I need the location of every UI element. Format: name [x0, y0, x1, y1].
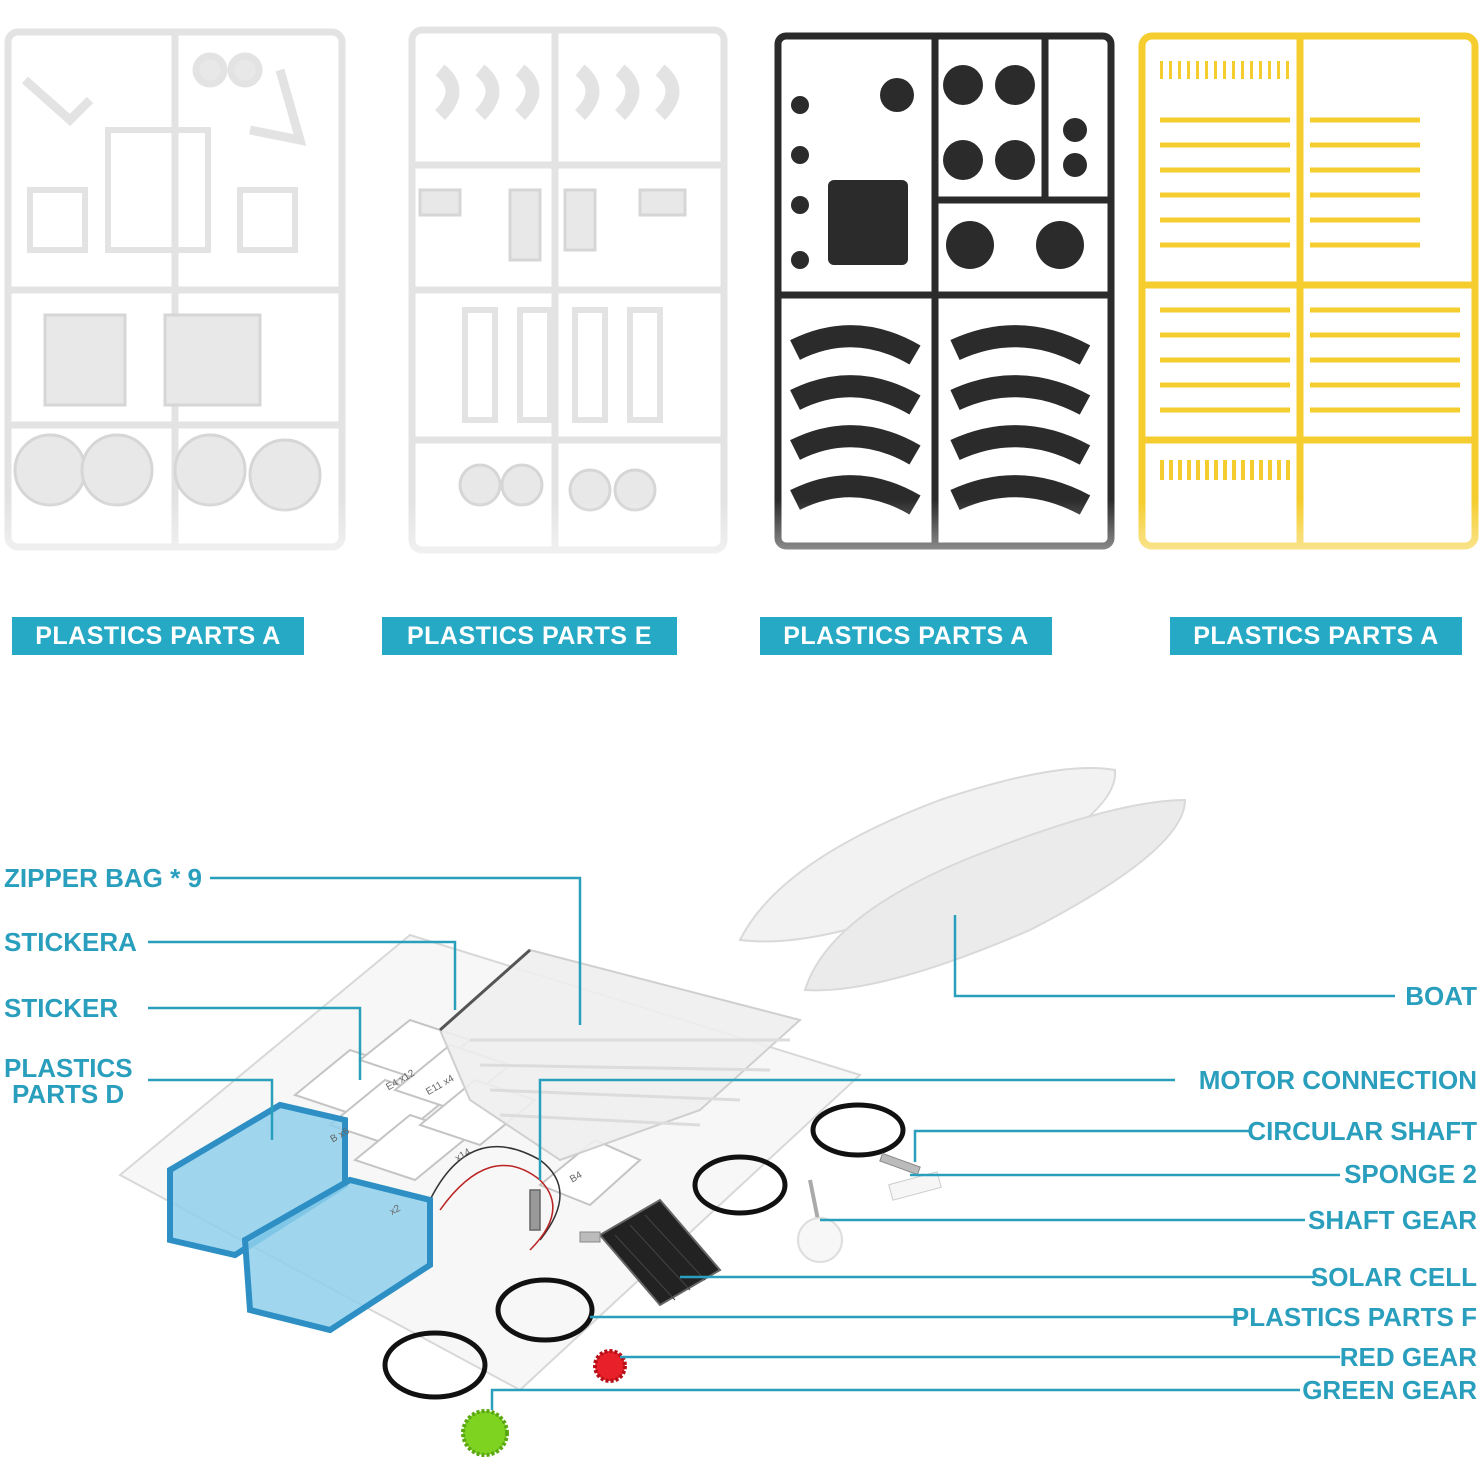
solar-cell — [598, 1198, 722, 1307]
banner-plastics-parts-3: PLASTICS PARTS A — [760, 617, 1052, 655]
label-boat: BOAT — [1405, 981, 1477, 1011]
banner-plastics-parts-2: PLASTICS PARTS E — [382, 617, 677, 655]
label-red-gear: RED GEAR — [1339, 1342, 1477, 1372]
label-zipper-bag: ZIPPER BAG * 9 — [4, 863, 202, 893]
sprue-white-e — [408, 26, 728, 554]
label-sticker: STICKER — [4, 993, 119, 1023]
sprue-black-a — [774, 32, 1115, 550]
label-green-gear: GREEN GEAR — [1302, 1375, 1477, 1405]
label-sticker-a: STICKERA — [4, 927, 137, 957]
banner-plastics-parts-4: PLASTICS PARTS A — [1170, 617, 1462, 655]
circular-shaft — [579, 1152, 921, 1243]
label-plastics-parts-f: PLASTICS PARTS F — [1231, 1302, 1477, 1332]
banner-plastics-parts-1: PLASTICS PARTS A — [12, 617, 304, 655]
plastics-parts-d — [167, 1101, 433, 1334]
red-gear — [593, 1349, 627, 1383]
label-solar-cell: SOLAR CELL — [1310, 1262, 1477, 1292]
leader-lines — [148, 876, 1395, 1410]
label-motor-connection: MOTOR CONNECTION — [1198, 1065, 1477, 1095]
label-plastics-parts-d-line1: PLASTICS — [4, 1053, 133, 1083]
boat — [738, 767, 1187, 992]
label-plastics-parts-d-line2: PARTS D — [12, 1079, 125, 1109]
label-circular-shaft: CIRCULAR SHAFT — [1247, 1116, 1477, 1146]
green-gear — [461, 1409, 509, 1457]
zipper-bags — [438, 948, 803, 1162]
sponge — [888, 1171, 942, 1201]
label-shaft-gear: SHAFT GEAR — [1308, 1205, 1477, 1235]
shaft-gear — [797, 1179, 843, 1263]
label-sponge: SPONGE 2 — [1344, 1159, 1477, 1189]
sprue-yellow-a — [1138, 32, 1479, 550]
o-rings — [382, 1102, 906, 1400]
